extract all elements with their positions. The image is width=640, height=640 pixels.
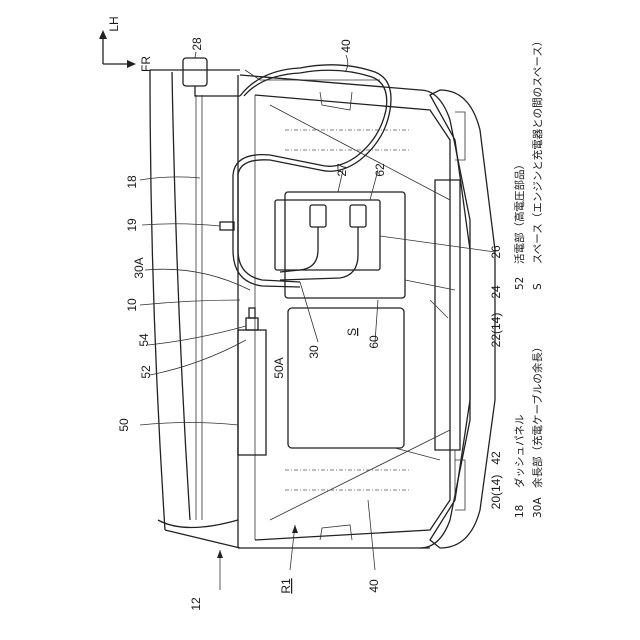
label-20-14: 20(14) [489, 475, 503, 510]
label-52: 52 [139, 365, 153, 379]
label-22-14: 22(14) [489, 313, 503, 348]
direction-indicator [99, 30, 136, 68]
label-30: 30 [307, 345, 321, 359]
component-28 [183, 58, 240, 96]
label-lh: LH [107, 16, 121, 31]
legend: 18 ダッシュパネル 30A 余長部（充電ケーブルの余長） 52 活電部（高電圧… [513, 36, 544, 518]
label-18: 18 [125, 175, 139, 189]
label-50A: 50A [272, 357, 286, 378]
legend-num-30A: 30A [532, 497, 544, 518]
label-40-bottom: 40 [367, 579, 381, 593]
legend-num-18: 18 [514, 505, 526, 518]
label-27: 27 [335, 163, 349, 177]
label-28: 28 [190, 37, 204, 51]
label-40-top: 40 [339, 39, 353, 53]
label-60: 60 [367, 335, 381, 349]
legend-text-s: スペース（エンジンと充電器との間のスペース） [531, 36, 544, 264]
label-10: 10 [125, 298, 139, 312]
label-50: 50 [117, 418, 131, 432]
label-54: 54 [137, 333, 151, 347]
legend-num-52: 52 [514, 277, 526, 290]
label-s: S [345, 328, 359, 336]
label-26: 26 [489, 245, 503, 259]
leader-lines [140, 52, 495, 590]
label-12: 12 [189, 597, 203, 611]
label-42: 42 [489, 451, 503, 465]
charging-cable-30 [220, 65, 391, 287]
legend-num-s: S [532, 283, 544, 290]
legend-text-52: 活電部（高電圧部品） [513, 159, 526, 264]
label-30A: 30A [132, 257, 146, 278]
label-19: 19 [125, 218, 139, 232]
legend-text-18: ダッシュパネル [513, 415, 526, 489]
legend-text-30A: 余長部（充電ケーブルの余長） [531, 342, 544, 488]
label-r1: R1 [279, 578, 293, 594]
label-62: 62 [373, 163, 387, 177]
component-50 [238, 308, 266, 455]
label-24: 24 [489, 285, 503, 299]
vehicle-body-outline [150, 70, 495, 548]
frame-dashed-lines [285, 130, 410, 490]
